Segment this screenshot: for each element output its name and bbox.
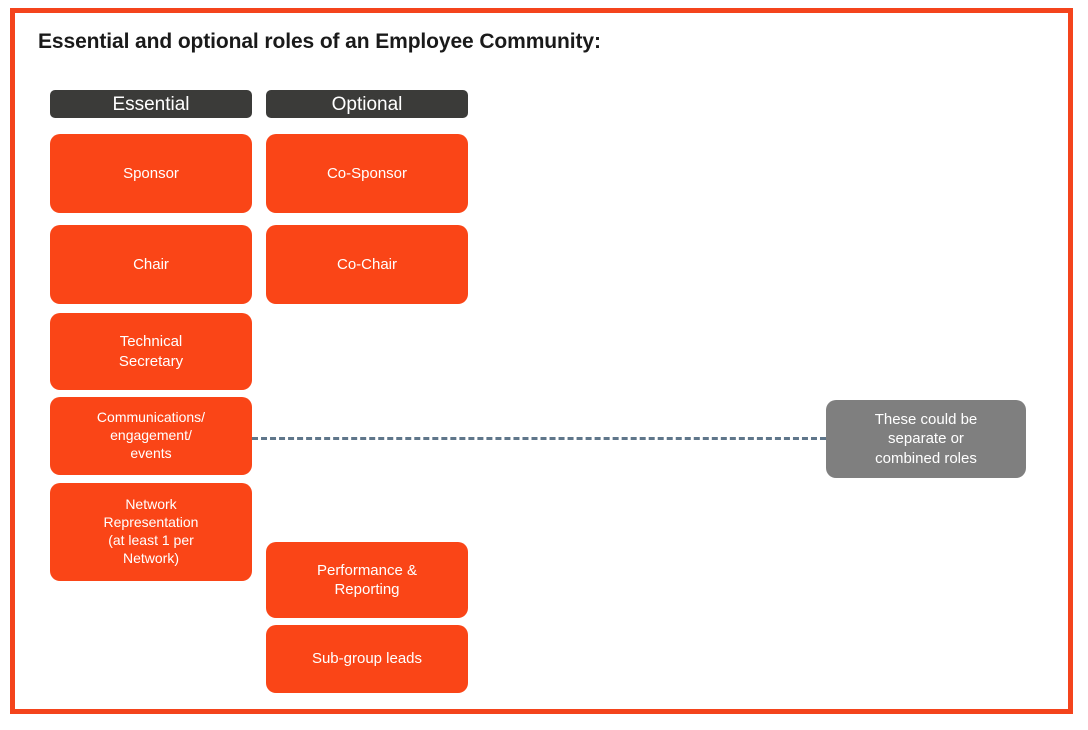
annotation-note-combined-roles: These could be separate or combined role… [826, 400, 1026, 478]
role-box-sub-group-leads[interactable]: Sub-group leads [266, 625, 468, 693]
role-box-performance-reporting[interactable]: Performance & Reporting [266, 542, 468, 618]
role-box-communications[interactable]: Communications/ engagement/ events [50, 397, 252, 475]
dashed-connector-line [252, 437, 826, 440]
column-header-essential: Essential [50, 90, 252, 118]
role-box-co-chair[interactable]: Co-Chair [266, 225, 468, 304]
role-box-technical-secretary[interactable]: Technical Secretary [50, 313, 252, 390]
role-box-co-sponsor[interactable]: Co-Sponsor [266, 134, 468, 213]
column-header-optional: Optional [266, 90, 468, 118]
role-box-chair[interactable]: Chair [50, 225, 252, 304]
role-box-network-representation[interactable]: Network Representation (at least 1 per N… [50, 483, 252, 581]
role-box-sponsor[interactable]: Sponsor [50, 134, 252, 213]
page-title: Essential and optional roles of an Emplo… [38, 30, 601, 53]
